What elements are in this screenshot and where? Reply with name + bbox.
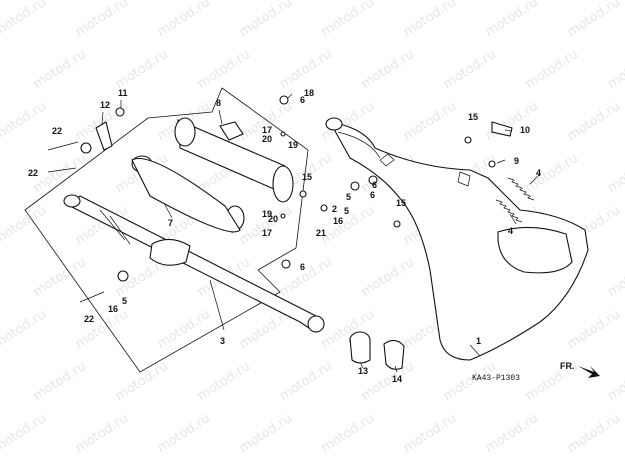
callout-19: 19 <box>262 209 272 219</box>
callout-9: 9 <box>514 156 519 166</box>
callout-4: 4 <box>508 226 513 236</box>
front-label: FR. <box>560 361 575 371</box>
tail-pipe <box>63 194 325 333</box>
callout-6: 6 <box>370 190 375 200</box>
kit-outline <box>24 87 309 373</box>
callout-17: 17 <box>262 125 272 135</box>
callout-labels: 1234455566667891011121314151515161617171… <box>28 88 541 384</box>
fasteners <box>47 95 496 303</box>
callout-3: 3 <box>220 336 225 346</box>
callout-12: 12 <box>100 100 110 110</box>
callout-10: 10 <box>520 125 530 135</box>
callout-15: 15 <box>396 198 406 208</box>
bracket-10 <box>491 121 513 137</box>
leader-lines <box>101 93 541 373</box>
silencer-inner <box>131 155 245 234</box>
callout-16: 16 <box>108 304 118 314</box>
callout-15: 15 <box>468 112 478 122</box>
front-arrow: FR. <box>560 361 600 378</box>
silencer-body <box>174 117 294 203</box>
callout-17: 17 <box>262 228 272 238</box>
callout-13: 13 <box>358 366 368 376</box>
callout-2: 2 <box>332 204 337 214</box>
callout-15: 15 <box>302 172 312 182</box>
callout-6: 6 <box>300 262 305 272</box>
callout-20: 20 <box>262 134 272 144</box>
bracket-12 <box>95 121 113 151</box>
diagram-code: KA43-P1303 <box>472 374 520 383</box>
callout-16: 16 <box>333 216 343 226</box>
expansion-chamber <box>325 117 589 361</box>
exhaust-gasket <box>383 339 405 370</box>
joint-rubber <box>349 331 371 364</box>
callout-19: 19 <box>288 140 298 150</box>
callout-20: 20 <box>268 214 278 224</box>
callout-8: 8 <box>216 98 221 108</box>
callout-22: 22 <box>84 314 94 324</box>
callout-5: 5 <box>346 192 351 202</box>
callout-18: 18 <box>304 88 314 98</box>
callout-7: 7 <box>168 218 173 228</box>
spring-lower <box>495 199 523 223</box>
callout-5: 5 <box>344 206 349 216</box>
callout-1: 1 <box>476 336 481 346</box>
callout-11: 11 <box>118 88 128 98</box>
callout-5: 5 <box>122 296 127 306</box>
spring-upper <box>507 177 535 201</box>
callout-22: 22 <box>52 126 62 136</box>
callout-14: 14 <box>392 374 402 384</box>
callout-22: 22 <box>28 168 38 178</box>
callout-6: 6 <box>300 95 305 105</box>
callout-4: 4 <box>536 168 541 178</box>
callout-21: 21 <box>316 228 326 238</box>
callout-6: 6 <box>372 180 377 190</box>
